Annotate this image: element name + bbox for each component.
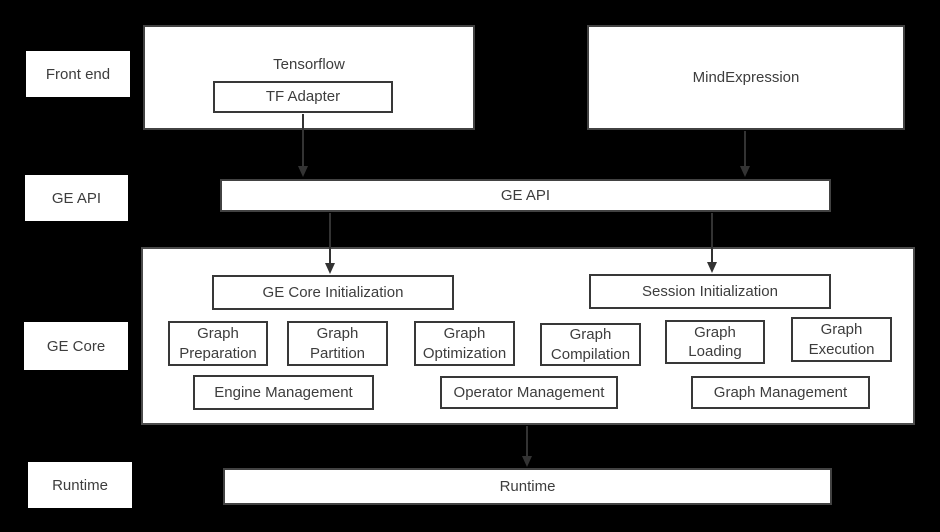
graph-loading-label: Graph Loading <box>688 323 742 361</box>
operator-management-label: Operator Management <box>453 383 605 401</box>
arrowhead-ge-core-to-runtime <box>522 456 532 467</box>
graph-partition-box: Graph Partition <box>287 321 388 366</box>
mind-expression-box: MindExpression <box>587 25 905 130</box>
tensorflow-box: Tensorflow <box>143 25 475 130</box>
graph-optimization-label: Graph Optimization <box>422 325 507 362</box>
session-initialization-box: Session Initialization <box>589 274 831 309</box>
row-label-ge-core: GE Core <box>24 322 128 370</box>
arrowhead-tf-adapter-to-ge-api <box>298 166 308 177</box>
graph-loading-box: Graph Loading <box>665 320 765 364</box>
ge-api-label: GE API <box>500 186 551 204</box>
tf-adapter-box: TF Adapter <box>213 81 393 113</box>
ge-core-initialization-box: GE Core Initialization <box>212 275 454 310</box>
session-initialization-label: Session Initialization <box>642 282 778 300</box>
graph-management-box: Graph Management <box>691 376 870 409</box>
graph-compilation-box: Graph Compilation <box>540 323 641 366</box>
engine-management-label: Engine Management <box>214 383 353 401</box>
mind-expression-label: MindExpression <box>692 68 800 86</box>
graph-optimization-box: Graph Optimization <box>414 321 515 366</box>
operator-management-box: Operator Management <box>440 376 618 409</box>
ge-core-initialization-label: GE Core Initialization <box>262 283 404 301</box>
ge-api-box: GE API <box>220 179 831 212</box>
runtime-box: Runtime <box>223 468 832 505</box>
arrowhead-mind-expression-to-ge-api <box>740 166 750 177</box>
tf-adapter-label: TF Adapter <box>265 88 341 106</box>
row-label-front-end: Front end <box>26 51 130 97</box>
graph-preparation-box: Graph Preparation <box>168 321 268 366</box>
graph-compilation-label: Graph Compilation <box>550 326 631 363</box>
graph-management-label: Graph Management <box>713 383 848 401</box>
graph-execution-label: Graph Execution <box>808 321 875 358</box>
engine-management-box: Engine Management <box>193 375 374 410</box>
graph-partition-label: Graph Partition <box>309 325 366 362</box>
runtime-label: Runtime <box>499 477 556 495</box>
graph-execution-box: Graph Execution <box>791 317 892 362</box>
row-label-ge-api: GE API <box>25 175 128 221</box>
graph-preparation-label: Graph Preparation <box>179 325 257 362</box>
row-label-runtime: Runtime <box>28 462 132 508</box>
tensorflow-label: Tensorflow <box>273 56 345 73</box>
